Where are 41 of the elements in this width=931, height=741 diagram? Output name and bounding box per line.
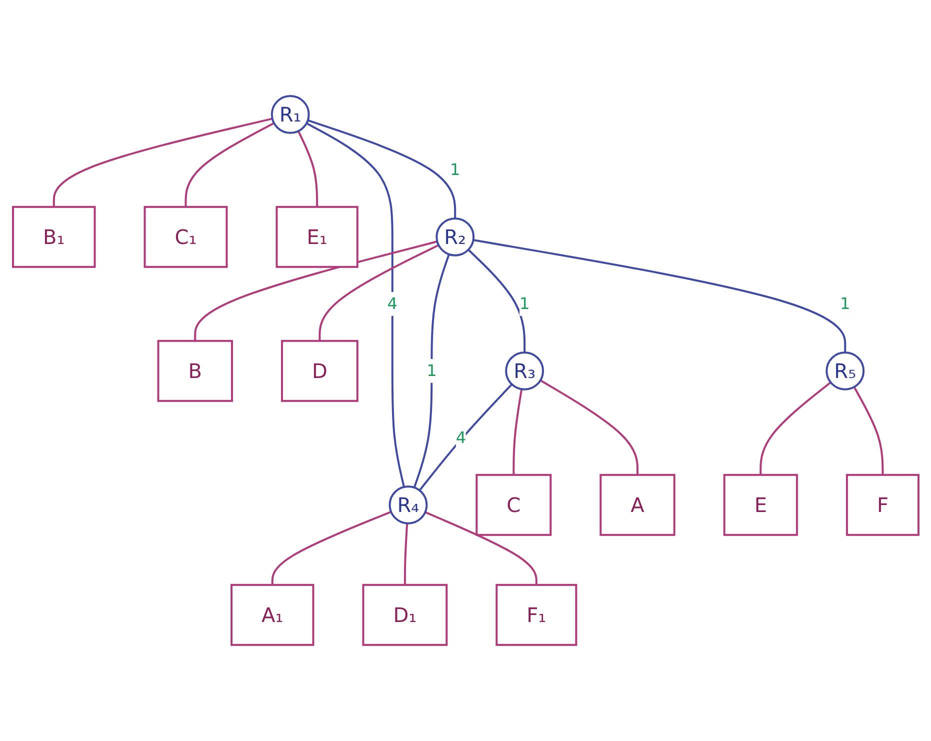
edge-label: 4 [387,294,398,313]
node-box: C [475,474,552,536]
connector [271,510,392,585]
node-box: B [157,340,233,402]
node-box: F [846,474,920,536]
connector [297,130,318,207]
connector [184,122,274,207]
connector [540,380,638,475]
connector [759,382,832,475]
edge-label: 1 [426,360,437,380]
node-box: B₁ [12,206,96,268]
connector [467,249,526,352]
connector [853,386,884,475]
connector [306,122,405,488]
node-circle: R₄ [388,486,428,524]
connector [424,511,538,585]
node-box: D [280,340,358,402]
node-box: A [599,474,676,536]
edge-label: 4 [456,428,466,447]
edge-label: 1 [450,160,460,179]
node-box: F₁ [495,584,577,646]
connector [194,240,438,341]
connector [418,384,512,492]
node-box: D₁ [362,584,448,646]
edge-label: 1 [840,294,850,313]
node-circle: R₅ [825,352,864,390]
node-circle: R₁ [270,95,310,134]
node-box: C₁ [144,206,228,268]
node-box: A₁ [230,584,314,646]
connector [52,118,272,207]
node-box: E [723,474,798,536]
node-circle: R₂ [435,218,474,256]
edge-label: 1 [519,294,530,313]
connector [472,239,846,352]
node-circle: R₃ [504,352,544,390]
node-box: E₁ [275,206,358,268]
connector [512,389,522,475]
connector [318,244,439,341]
connector [307,119,456,218]
connector [404,523,408,585]
connector [413,254,450,488]
